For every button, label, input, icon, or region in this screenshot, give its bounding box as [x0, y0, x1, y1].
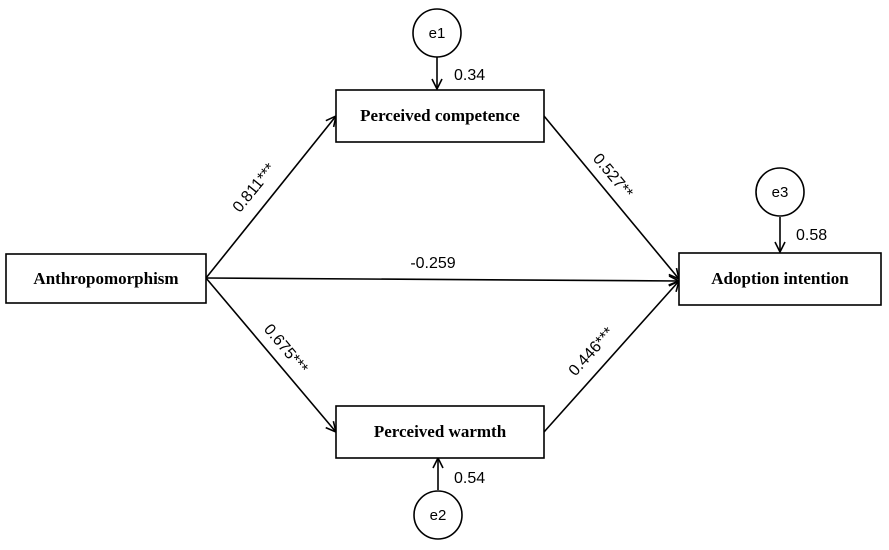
coef-anthro-to-competence: 0.811*** [230, 160, 279, 215]
path-anthro-to-competence [205, 116, 336, 279]
node-adoption-intention: Adoption intention [678, 252, 882, 306]
path-anthro-to-adoption [205, 278, 679, 281]
error-e1: e1 [412, 8, 462, 58]
error-e3: e3 [755, 167, 805, 217]
coef-anthro-to-adoption: -0.259 [410, 255, 455, 272]
node-anthropomorphism: Anthropomorphism [5, 253, 207, 304]
error-label: e3 [772, 184, 789, 201]
variance-e2: 0.54 [454, 470, 485, 487]
path-warmth-to-adoption [543, 281, 679, 433]
node-label: Perceived warmth [374, 422, 507, 441]
path-anthro-to-warmth [205, 277, 336, 432]
node-perceived-warmth: Perceived warmth [335, 405, 545, 459]
coef-competence-to-adoption: 0.527** [589, 151, 636, 202]
node-perceived-competence: Perceived competence [335, 89, 545, 143]
variance-e1: 0.34 [454, 67, 485, 84]
error-e2: e2 [413, 490, 463, 540]
node-label: Perceived competence [360, 106, 520, 125]
coef-anthro-to-warmth: 0.675*** [260, 321, 311, 377]
variance-e3: 0.58 [796, 227, 827, 244]
coef-warmth-to-adoption: 0.446*** [566, 324, 618, 379]
node-label: Anthropomorphism [33, 269, 178, 288]
node-label: Adoption intention [711, 269, 849, 288]
path-competence-to-adoption [543, 115, 679, 279]
error-label: e1 [429, 25, 446, 42]
error-label: e2 [430, 507, 447, 524]
